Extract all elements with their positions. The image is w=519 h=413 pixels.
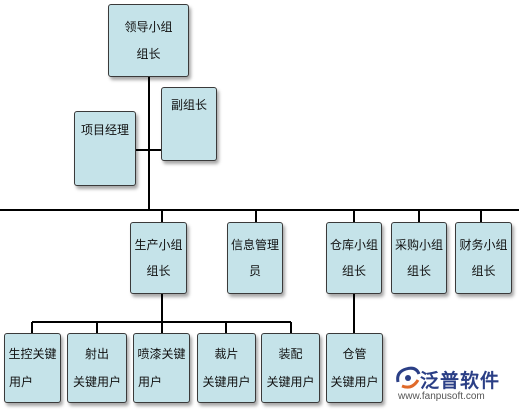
node-deputy-leader: 副组长 [161, 87, 217, 161]
node-finance-group: 财务小组 组长 [455, 222, 512, 294]
node-warehouse-line2: 组长 [341, 264, 366, 278]
node-production-group: 生产小组 组长 [130, 222, 187, 294]
node-info-manager-line2: 员 [248, 264, 261, 278]
node-warehouse-group: 仓库小组 组长 [326, 222, 382, 294]
node-warehouse-line1: 仓库小组 [329, 237, 378, 252]
node-warehouse-child-1: 仓管 关键用户 [326, 333, 383, 403]
node-production-child-2: 射出 关键用户 [67, 333, 127, 403]
watermark-logo: 泛普软件 www.fanpusoft.com [392, 362, 516, 410]
node-project-manager-line1: 项目经理 [80, 123, 129, 137]
node-production-child-5-line1: 装配 [278, 346, 303, 361]
node-finance-line1: 财务小组 [459, 237, 508, 252]
node-production-child-1: 生控关键 用户 [4, 333, 61, 403]
node-production-child-2-line2: 关键用户 [72, 375, 121, 389]
watermark-url: www.fanpusoft.com [398, 391, 485, 402]
node-production-child-2-line1: 射出 [84, 346, 109, 361]
node-project-manager: 项目经理 [74, 111, 136, 186]
node-production-child-4: 裁片 关键用户 [197, 333, 256, 403]
node-production-child-1-line1: 生控关键 [8, 346, 57, 361]
node-production-child-4-line2: 关键用户 [202, 375, 251, 389]
node-production-child-3: 喷漆关键 用户 [133, 333, 190, 403]
node-info-manager: 信息管理 员 [227, 222, 283, 294]
watermark-brand: 泛普软件 [420, 370, 501, 392]
node-purchasing-group: 采购小组 组长 [391, 222, 447, 294]
node-leader-line2: 组长 [136, 46, 161, 61]
node-deputy-line1: 副组长 [170, 98, 207, 112]
node-production-child-4-line1: 裁片 [214, 346, 239, 361]
node-production-child-3-line1: 喷漆关键 [137, 346, 186, 361]
node-production-line2: 组长 [146, 264, 171, 278]
node-warehouse-child-1-line2: 关键用户 [330, 375, 379, 389]
node-warehouse-child-1-line1: 仓管 [342, 346, 367, 361]
node-production-child-1-line2: 用户 [9, 375, 34, 389]
node-purchasing-line1: 采购小组 [394, 237, 443, 252]
node-info-manager-line1: 信息管理 [230, 237, 279, 252]
node-production-child-3-line2: 用户 [138, 375, 163, 389]
node-leader-group: 领导小组 组长 [108, 4, 189, 77]
node-leader-line1: 领导小组 [124, 20, 173, 35]
node-purchasing-line2: 组长 [406, 264, 431, 278]
node-production-line1: 生产小组 [134, 237, 183, 252]
node-production-child-5: 装配 关键用户 [261, 333, 320, 403]
node-production-child-5-line2: 关键用户 [266, 375, 315, 389]
node-finance-line2: 组长 [471, 264, 496, 278]
fanpu-logo-icon [396, 366, 421, 389]
